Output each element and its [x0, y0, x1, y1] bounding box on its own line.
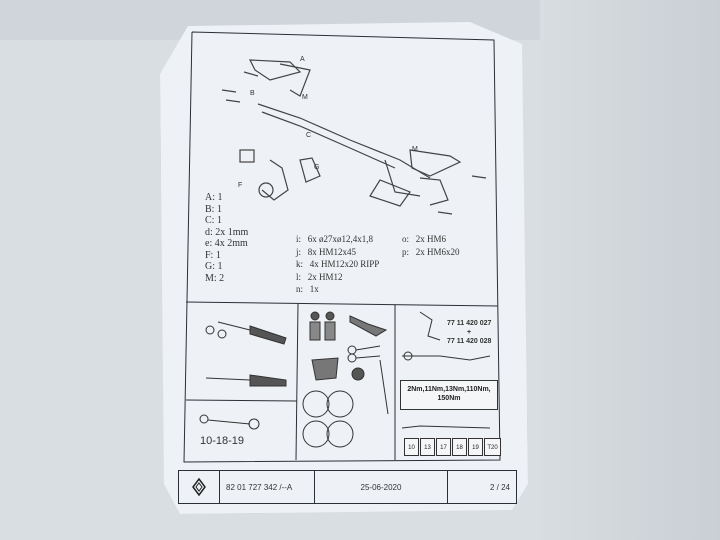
part-number-2: 77 11 420 028 — [447, 338, 492, 345]
background-right — [540, 0, 720, 540]
doc-date: 25-06-2020 — [315, 471, 448, 503]
socket-10: 10 — [404, 438, 419, 456]
diagram-label-b: B — [250, 90, 255, 97]
part-number-plus: + — [467, 329, 472, 336]
socket-17: 17 — [436, 438, 451, 456]
socket-t20: T20 — [484, 438, 501, 456]
page-number: 2 / 24 — [489, 482, 510, 492]
parts-list-middle: i: 6x ø27xø12,4x1,8 j: 8x HM12x45 k: 4x … — [296, 234, 380, 294]
diagram-label-g: G — [314, 164, 320, 171]
socket-19: 19 — [468, 438, 483, 456]
torque-values-box: 2Nm,11Nm,13Nm,110Nm, 150Nm — [400, 380, 498, 410]
paper-page — [160, 22, 528, 514]
footer-bar: 82 01 727 342 /--A 25-06-2020 2 / 24 — [178, 470, 517, 504]
towbar-drawing — [221, 59, 487, 215]
parts-list-right: o: 2x HM6 p: 2x HM6x20 — [402, 234, 460, 257]
diagram-label-m1: M — [302, 94, 308, 101]
renault-logo — [179, 471, 220, 503]
socket-13: 13 — [420, 438, 435, 456]
wrench-sizes: 10-18-19 — [200, 435, 245, 447]
socket-18: 18 — [452, 438, 467, 456]
diagram-label-c: C — [306, 132, 312, 139]
part-number-1: 77 11 420 027 — [447, 320, 492, 327]
diagram-label-a: A — [300, 56, 305, 63]
renault-diamond-icon — [192, 478, 206, 496]
parts-list-left: A: 1 B: 1 C: 1 d: 2x 1mm e: 4x 2mm F: 1 … — [205, 192, 249, 284]
diagram-label-f: F — [238, 182, 243, 189]
diagram-label-m2: M — [412, 146, 418, 153]
doc-number: 82 01 727 342 /--A — [220, 471, 315, 503]
